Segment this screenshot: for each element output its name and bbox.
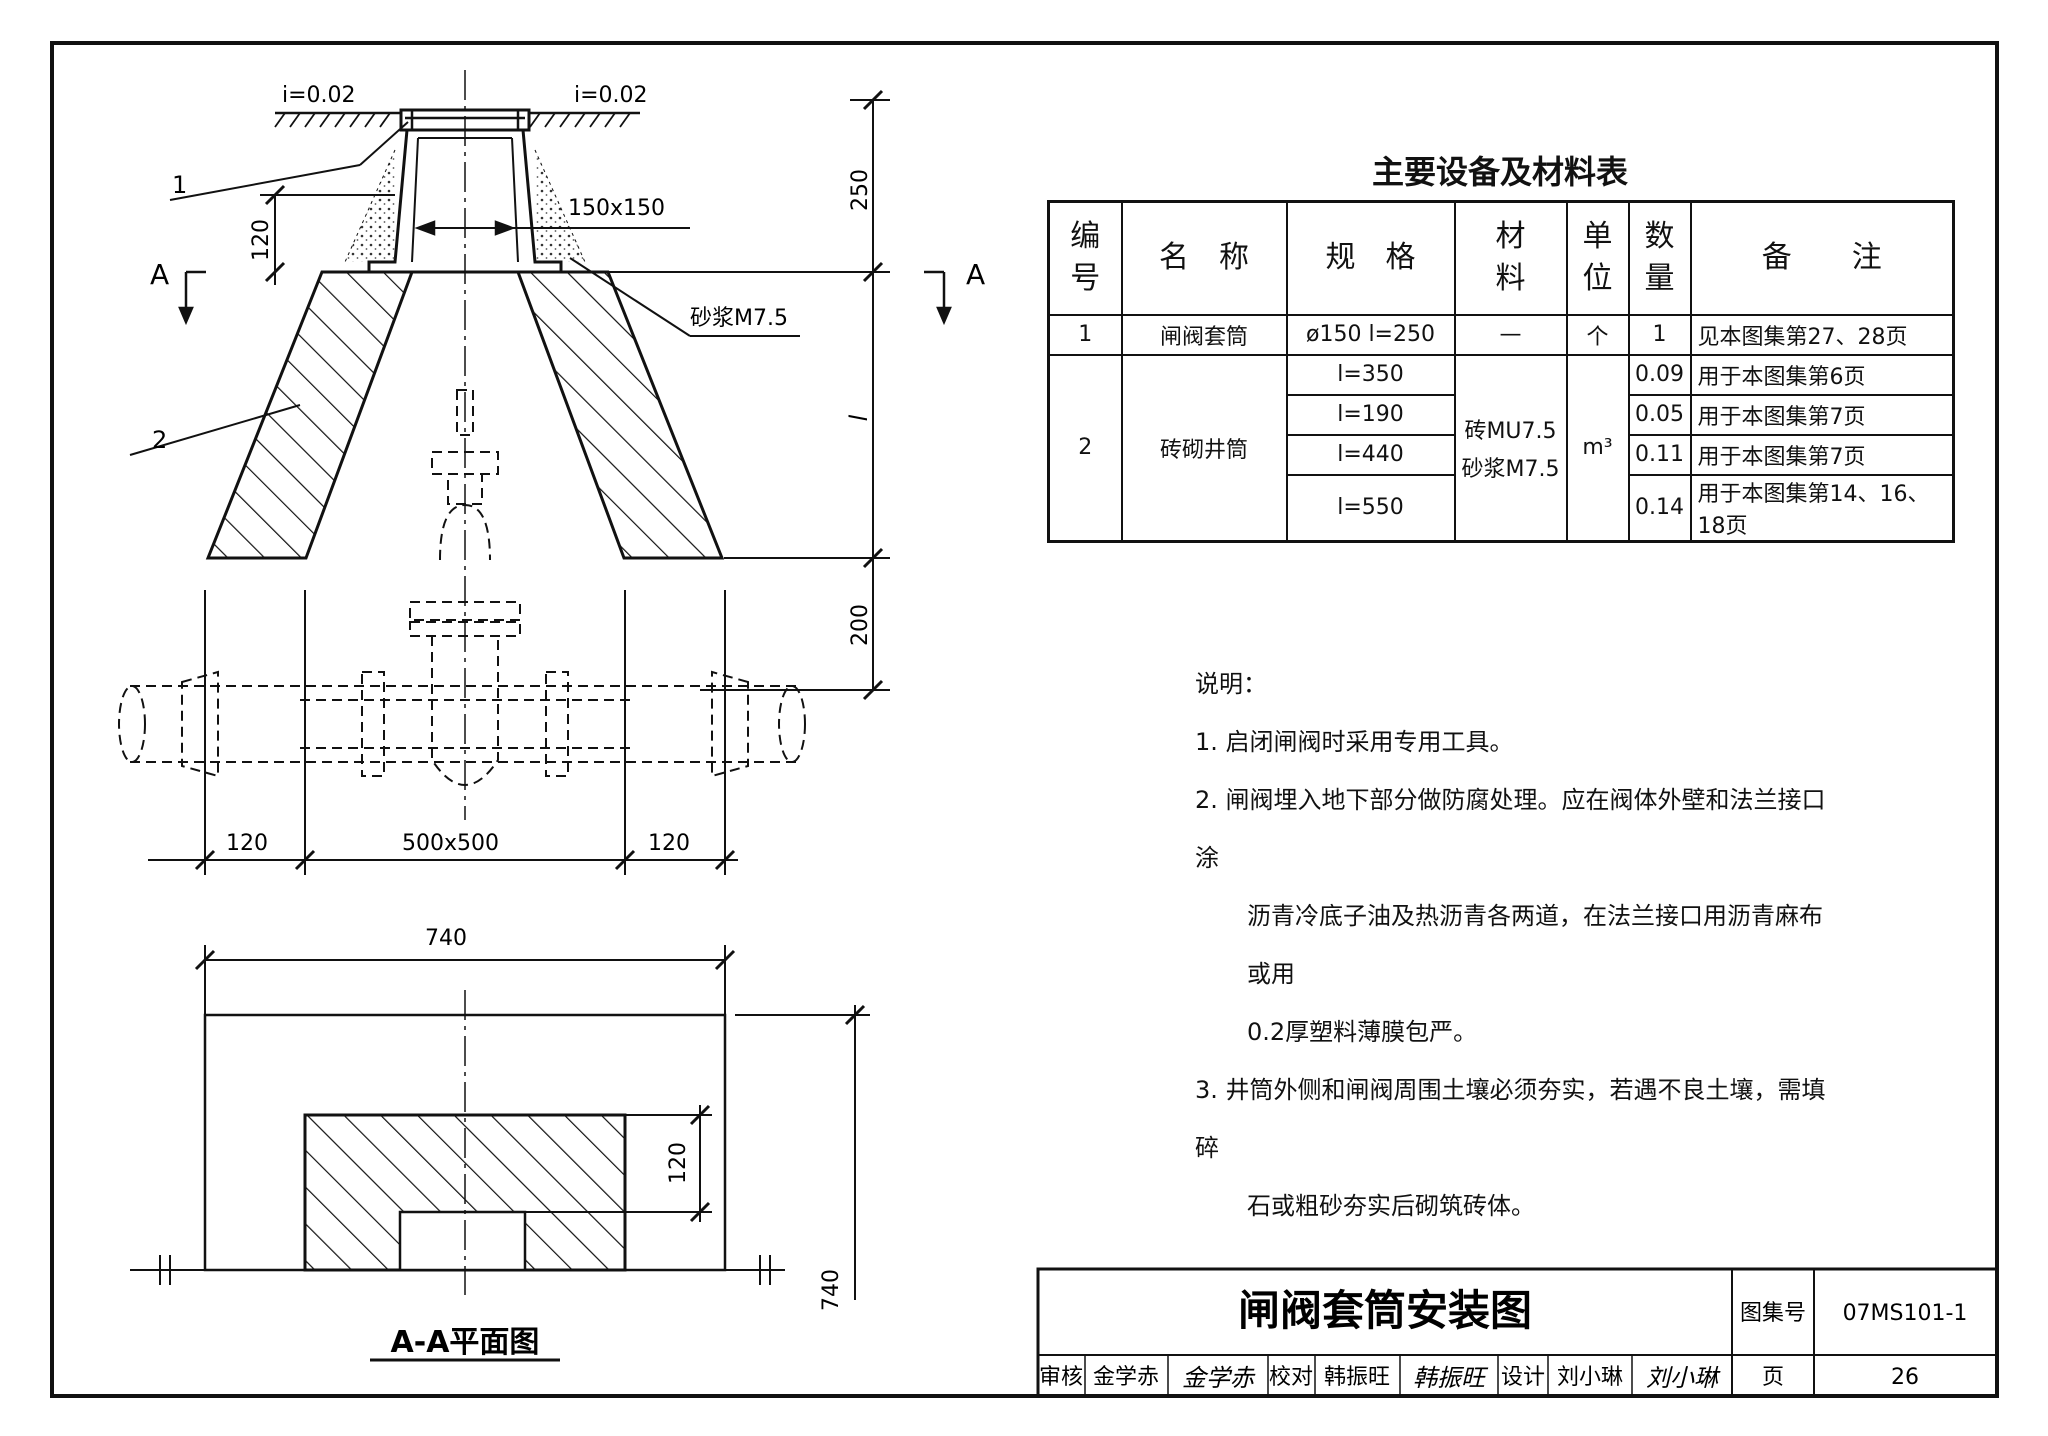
atlas-label: 图集号: [1740, 1301, 1806, 1326]
header-material: 材料: [1453, 200, 1568, 316]
header-remark: 备 注: [1689, 200, 1955, 316]
design-signature: 刘小琳: [1646, 1364, 1721, 1392]
brick-wall-right: [515, 270, 725, 560]
mortar-label: 砂浆M7.5: [690, 306, 788, 331]
row1-no: 1: [1047, 313, 1123, 356]
table-row: l=550 0.14 用于本图集第14、16、18页: [1049, 473, 1955, 542]
check-label: 校对: [1269, 1365, 1313, 1390]
dim-120-left: 120: [226, 831, 268, 856]
note-3-line-2: 石或粗砂夯实后砌筑砖体。: [1247, 1192, 1535, 1220]
design-label: 设计: [1501, 1365, 1545, 1390]
row2-unit: m³: [1565, 353, 1630, 542]
dim-250: 250: [848, 169, 873, 211]
section-view: [118, 70, 952, 875]
plan-title: A-A平面图: [391, 1325, 540, 1360]
row2-no: 2: [1047, 353, 1123, 542]
page-label: 页: [1762, 1365, 1784, 1390]
row2-spec-0: l=350: [1285, 353, 1456, 396]
header-unit: 单位: [1565, 200, 1630, 316]
row2-remark-3: 用于本图集第14、16、18页: [1689, 473, 1955, 542]
dim-200: 200: [848, 604, 873, 646]
row2-remark-0: 用于本图集第6页: [1689, 353, 1955, 396]
header-spec: 规 格: [1285, 200, 1456, 316]
ground-hatch: [274, 112, 631, 128]
note-3-line-1: 3. 井筒外侧和闸阀周围土壤必须夯实，若遇不良土壤，需填碎: [1195, 1076, 1826, 1162]
atlas-no: 07MS101-1: [1843, 1301, 1968, 1326]
plan-dim-740-right: 740: [819, 1269, 844, 1311]
leader-1: [169, 164, 361, 201]
header-no: 编号: [1047, 200, 1123, 316]
sheet-border: [50, 41, 1999, 1398]
plan-dim-120: 120: [666, 1142, 691, 1184]
row2-qty-1: 0.05: [1627, 393, 1692, 436]
row2-qty-2: 0.11: [1627, 433, 1692, 476]
row2-spec-2: l=440: [1285, 433, 1456, 476]
section-mark-right: A: [966, 258, 985, 291]
review-signature: 金学赤: [1182, 1364, 1256, 1392]
row2-spec-1: l=190: [1285, 393, 1456, 436]
note-2-line-1: 2. 闸阀埋入地下部分做防腐处理。应在阀体外壁和法兰接口涂: [1195, 786, 1826, 872]
dim-500x500: 500x500: [402, 831, 499, 856]
dim-120-right: 120: [648, 831, 690, 856]
valve-hidden-lines: [118, 389, 806, 786]
plan-sleeve-opening: [398, 1210, 527, 1272]
row2-remark-1: 用于本图集第7页: [1689, 393, 1955, 436]
row1-material: —: [1453, 313, 1568, 356]
dim-150x150: 150x150: [568, 196, 665, 221]
slope-right: i=0.02: [574, 83, 648, 108]
label-2: 2: [152, 426, 167, 454]
title-block-frame: [1036, 1267, 1999, 1398]
note-2-line-3: 0.2厚塑料薄膜包严。: [1247, 1018, 1478, 1046]
dim-120-vertical: 120: [249, 219, 274, 261]
leader-2: [129, 404, 301, 456]
table-row: 1 闸阀套筒 ø150 l=250 — 个 1 见本图集第27、28页: [1047, 313, 1955, 356]
row2-qty-3: 0.14: [1627, 473, 1692, 542]
design-name: 刘小琳: [1557, 1365, 1623, 1390]
table-header-row: 编号 名 称 规 格 材料 单位 数量 备 注: [1047, 200, 1955, 316]
row2-remark-2: 用于本图集第7页: [1689, 433, 1955, 476]
notes-heading: 说明：: [1195, 670, 1267, 698]
row1-spec: ø150 l=250: [1285, 313, 1456, 356]
table-row: l=190 0.05 用于本图集第7页: [1049, 393, 1955, 436]
section-mark-left: A: [150, 258, 169, 291]
table-row: l=440 0.11 用于本图集第7页: [1049, 433, 1955, 476]
row2-name: 砖砌井筒: [1120, 353, 1288, 542]
plan-view: [130, 945, 870, 1362]
row2-qty-0: 0.09: [1627, 353, 1692, 396]
row1-remark: 见本图集第27、28页: [1689, 313, 1955, 356]
check-signature: 韩振旺: [1413, 1364, 1489, 1392]
header-qty: 数量: [1627, 200, 1692, 316]
drawing-title: 闸阀套筒安装图: [1238, 1286, 1532, 1335]
row1-qty: 1: [1627, 313, 1692, 356]
review-label: 审核: [1039, 1365, 1083, 1390]
check-name: 韩振旺: [1324, 1365, 1390, 1390]
brick-wall-left: [205, 270, 415, 560]
materials-table: 编号 名 称 规 格 材料 单位 数量 备 注 1 闸阀套筒 ø150 l=25…: [1047, 200, 1955, 543]
review-name: 金学赤: [1093, 1365, 1159, 1390]
page-no: 26: [1891, 1365, 1919, 1390]
row1-name: 闸阀套筒: [1120, 313, 1288, 356]
row1-unit: 个: [1565, 313, 1630, 356]
header-name: 名 称: [1120, 200, 1288, 316]
note-2-line-2: 沥青冷底子油及热沥青各两道，在法兰接口用沥青麻布或用: [1247, 902, 1823, 988]
note-1: 1. 启闭闸阀时采用专用工具。: [1195, 728, 1514, 756]
notes-block: 说明： 1. 启闭闸阀时采用专用工具。 2. 闸阀埋入地下部分做防腐处理。应在阀…: [1195, 655, 1835, 1235]
label-1: 1: [172, 171, 187, 199]
dim-l: l: [845, 414, 873, 421]
row2-spec-3: l=550: [1285, 473, 1456, 542]
slope-left: i=0.02: [282, 83, 356, 108]
materials-table-title: 主要设备及材料表: [1371, 153, 1628, 191]
plan-dim-740-top: 740: [425, 926, 467, 951]
